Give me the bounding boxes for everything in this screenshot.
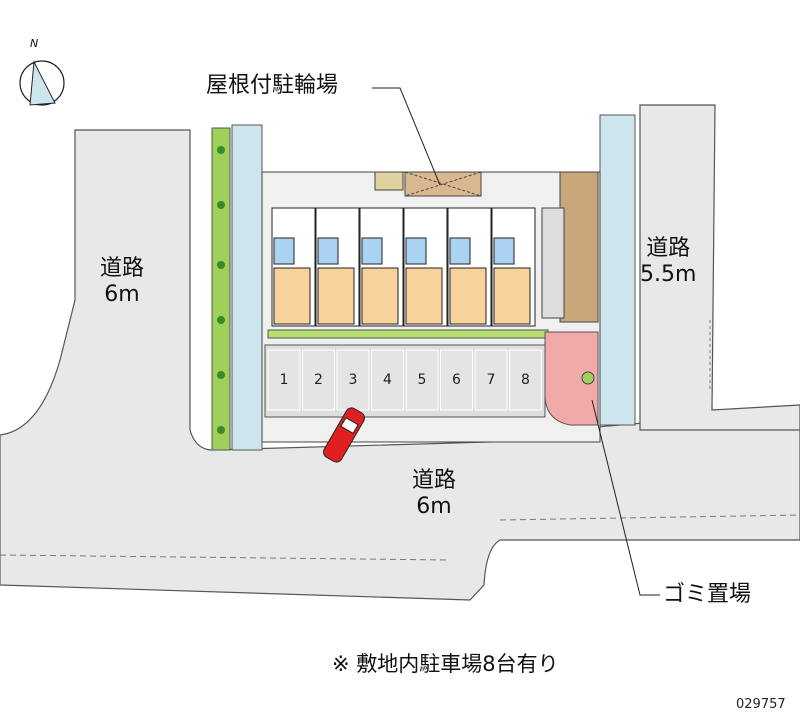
parking-space — [405, 349, 439, 411]
garbage-label: ゴミ置場 — [663, 582, 752, 607]
water-channel-right — [599, 114, 636, 426]
apartment-unit — [491, 207, 536, 327]
apartment-unit — [403, 207, 448, 327]
road-name: 道路 — [646, 236, 691, 261]
parking-space-number: 8 — [521, 372, 530, 388]
parking-space-number: 6 — [452, 372, 461, 388]
road-left — [0, 129, 800, 601]
car-icon — [323, 407, 365, 463]
brick-wall — [559, 171, 599, 323]
apartment-unit — [271, 207, 316, 327]
parking-space — [509, 349, 542, 411]
parking-space-number: 2 — [314, 372, 323, 388]
parking-space — [474, 349, 508, 411]
leader-bicycle — [372, 87, 441, 186]
apartment-unit — [447, 207, 492, 327]
road-width: 5.5m — [640, 262, 697, 287]
parking-space — [267, 349, 301, 411]
road-name: 道路 — [412, 468, 457, 493]
parking-space-number: 1 — [279, 372, 289, 388]
hedge-row — [267, 329, 549, 339]
property-code: 029757 — [736, 697, 786, 712]
road-right — [639, 104, 800, 431]
parking-space-number: 3 — [348, 372, 358, 388]
parking-space — [371, 349, 404, 411]
apartment-unit — [315, 207, 360, 327]
compass-icon — [19, 60, 65, 106]
road-name: 道路 — [100, 256, 145, 281]
parking-space — [302, 349, 335, 411]
road-width: 6m — [416, 494, 452, 519]
parking-note: ※ 敷地内駐車場8台有り — [332, 652, 559, 676]
bicycle-parking-label: 屋根付駐輪場 — [206, 73, 339, 98]
water-channel-left — [231, 124, 263, 451]
road-width: 6m — [104, 282, 140, 307]
parking-space-number: 4 — [383, 372, 392, 388]
garbage-area — [544, 331, 599, 426]
parking-space-number: 7 — [486, 372, 496, 388]
parking-space — [440, 349, 473, 411]
apartment-unit — [359, 207, 404, 327]
parking-space-number: 5 — [417, 372, 427, 388]
hedge-left — [211, 127, 231, 451]
compass-north-label: N — [30, 37, 39, 50]
leader-garbage — [591, 399, 660, 596]
